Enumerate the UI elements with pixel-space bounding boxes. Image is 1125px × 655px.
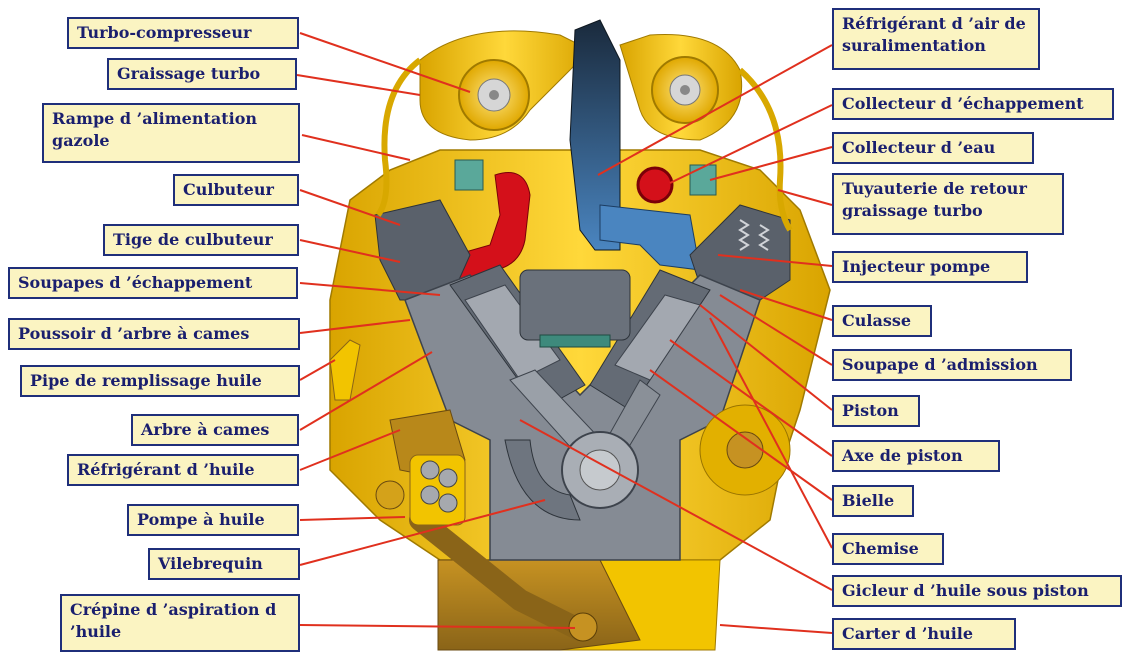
label-chemise: Chemise [832, 533, 944, 565]
label-refrigerant-air-suralimentation: Réfrigérant d ’air de suralimentation [832, 8, 1040, 70]
label-piston: Piston [832, 395, 920, 427]
label-collecteur-eau: Collecteur d ’eau [832, 132, 1034, 164]
label-injecteur-pompe: Injecteur pompe [832, 251, 1028, 283]
label-axe-de-piston: Axe de piston [832, 440, 1000, 472]
label-carter-huile: Carter d ’huile [832, 618, 1016, 650]
label-tige-de-culbuteur: Tige de culbuteur [103, 224, 299, 256]
label-gicleur-huile-sous-piston: Gicleur d ’huile sous piston [832, 575, 1122, 607]
label-vilebrequin: Vilebrequin [148, 548, 300, 580]
label-poussoir-arbre-a-cames: Poussoir d ’arbre à cames [8, 318, 300, 350]
label-tuyauterie-retour-graissage-turbo: Tuyauterie de retour graissage turbo [832, 173, 1064, 235]
label-culasse: Culasse [832, 305, 932, 337]
label-soupape-admission: Soupape d ’admission [832, 349, 1072, 381]
label-arbre-a-cames: Arbre à cames [131, 414, 299, 446]
label-turbo-compresseur: Turbo-compresseur [67, 17, 299, 49]
label-refrigerant-huile: Réfrigérant d ’huile [67, 454, 299, 486]
label-soupapes-echappement: Soupapes d ’échappement [8, 267, 298, 299]
label-culbuteur: Culbuteur [173, 174, 299, 206]
label-bielle: Bielle [832, 485, 914, 517]
label-rampe-alimentation-gazole: Rampe d ’alimentation gazole [42, 103, 300, 163]
label-crepine-aspiration-huile: Crépine d ’aspiration d ’huile [60, 594, 300, 652]
label-pompe-a-huile: Pompe à huile [127, 504, 299, 536]
label-pipe-remplissage-huile: Pipe de remplissage huile [20, 365, 300, 397]
label-collecteur-echappement: Collecteur d ’échappement [832, 88, 1114, 120]
label-graissage-turbo: Graissage turbo [107, 58, 297, 90]
